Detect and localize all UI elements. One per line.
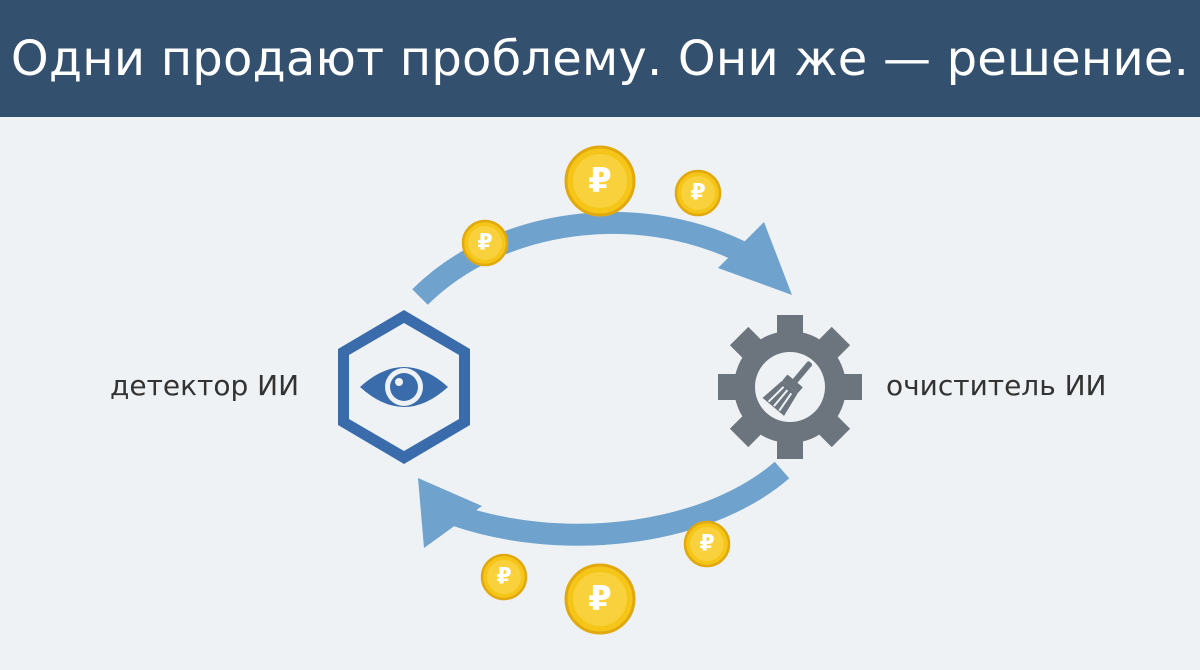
detector-label: детектор ИИ <box>110 369 300 402</box>
coin-icon: ₽ <box>564 145 636 217</box>
coin-icon: ₽ <box>683 520 731 568</box>
page-title: Одни продают проблему. Они же — решение. <box>10 30 1190 87</box>
header-banner: Одни продают проблему. Они же — решение. <box>0 0 1200 117</box>
svg-text:₽: ₽ <box>588 161 612 201</box>
top-arrow <box>412 211 792 305</box>
coin-icon: ₽ <box>461 219 509 267</box>
svg-text:₽: ₽ <box>496 565 511 590</box>
coin-icon: ₽ <box>564 563 636 635</box>
eye-hexagon-icon <box>338 310 470 464</box>
coin-icon: ₽ <box>480 553 528 601</box>
svg-text:₽: ₽ <box>477 231 492 256</box>
gear-broom-icon <box>718 315 862 459</box>
svg-text:₽: ₽ <box>588 579 612 619</box>
svg-text:₽: ₽ <box>699 532 714 557</box>
bottom-arrow <box>418 461 790 548</box>
cycle-diagram: ₽ ₽ ₽ ₽ ₽ ₽ <box>0 117 1200 670</box>
cycle-svg: ₽ ₽ ₽ ₽ ₽ ₽ <box>338 145 862 635</box>
coin-icon: ₽ <box>674 169 722 217</box>
svg-text:₽: ₽ <box>690 181 705 206</box>
cleaner-label: очиститель ИИ <box>886 369 1107 402</box>
